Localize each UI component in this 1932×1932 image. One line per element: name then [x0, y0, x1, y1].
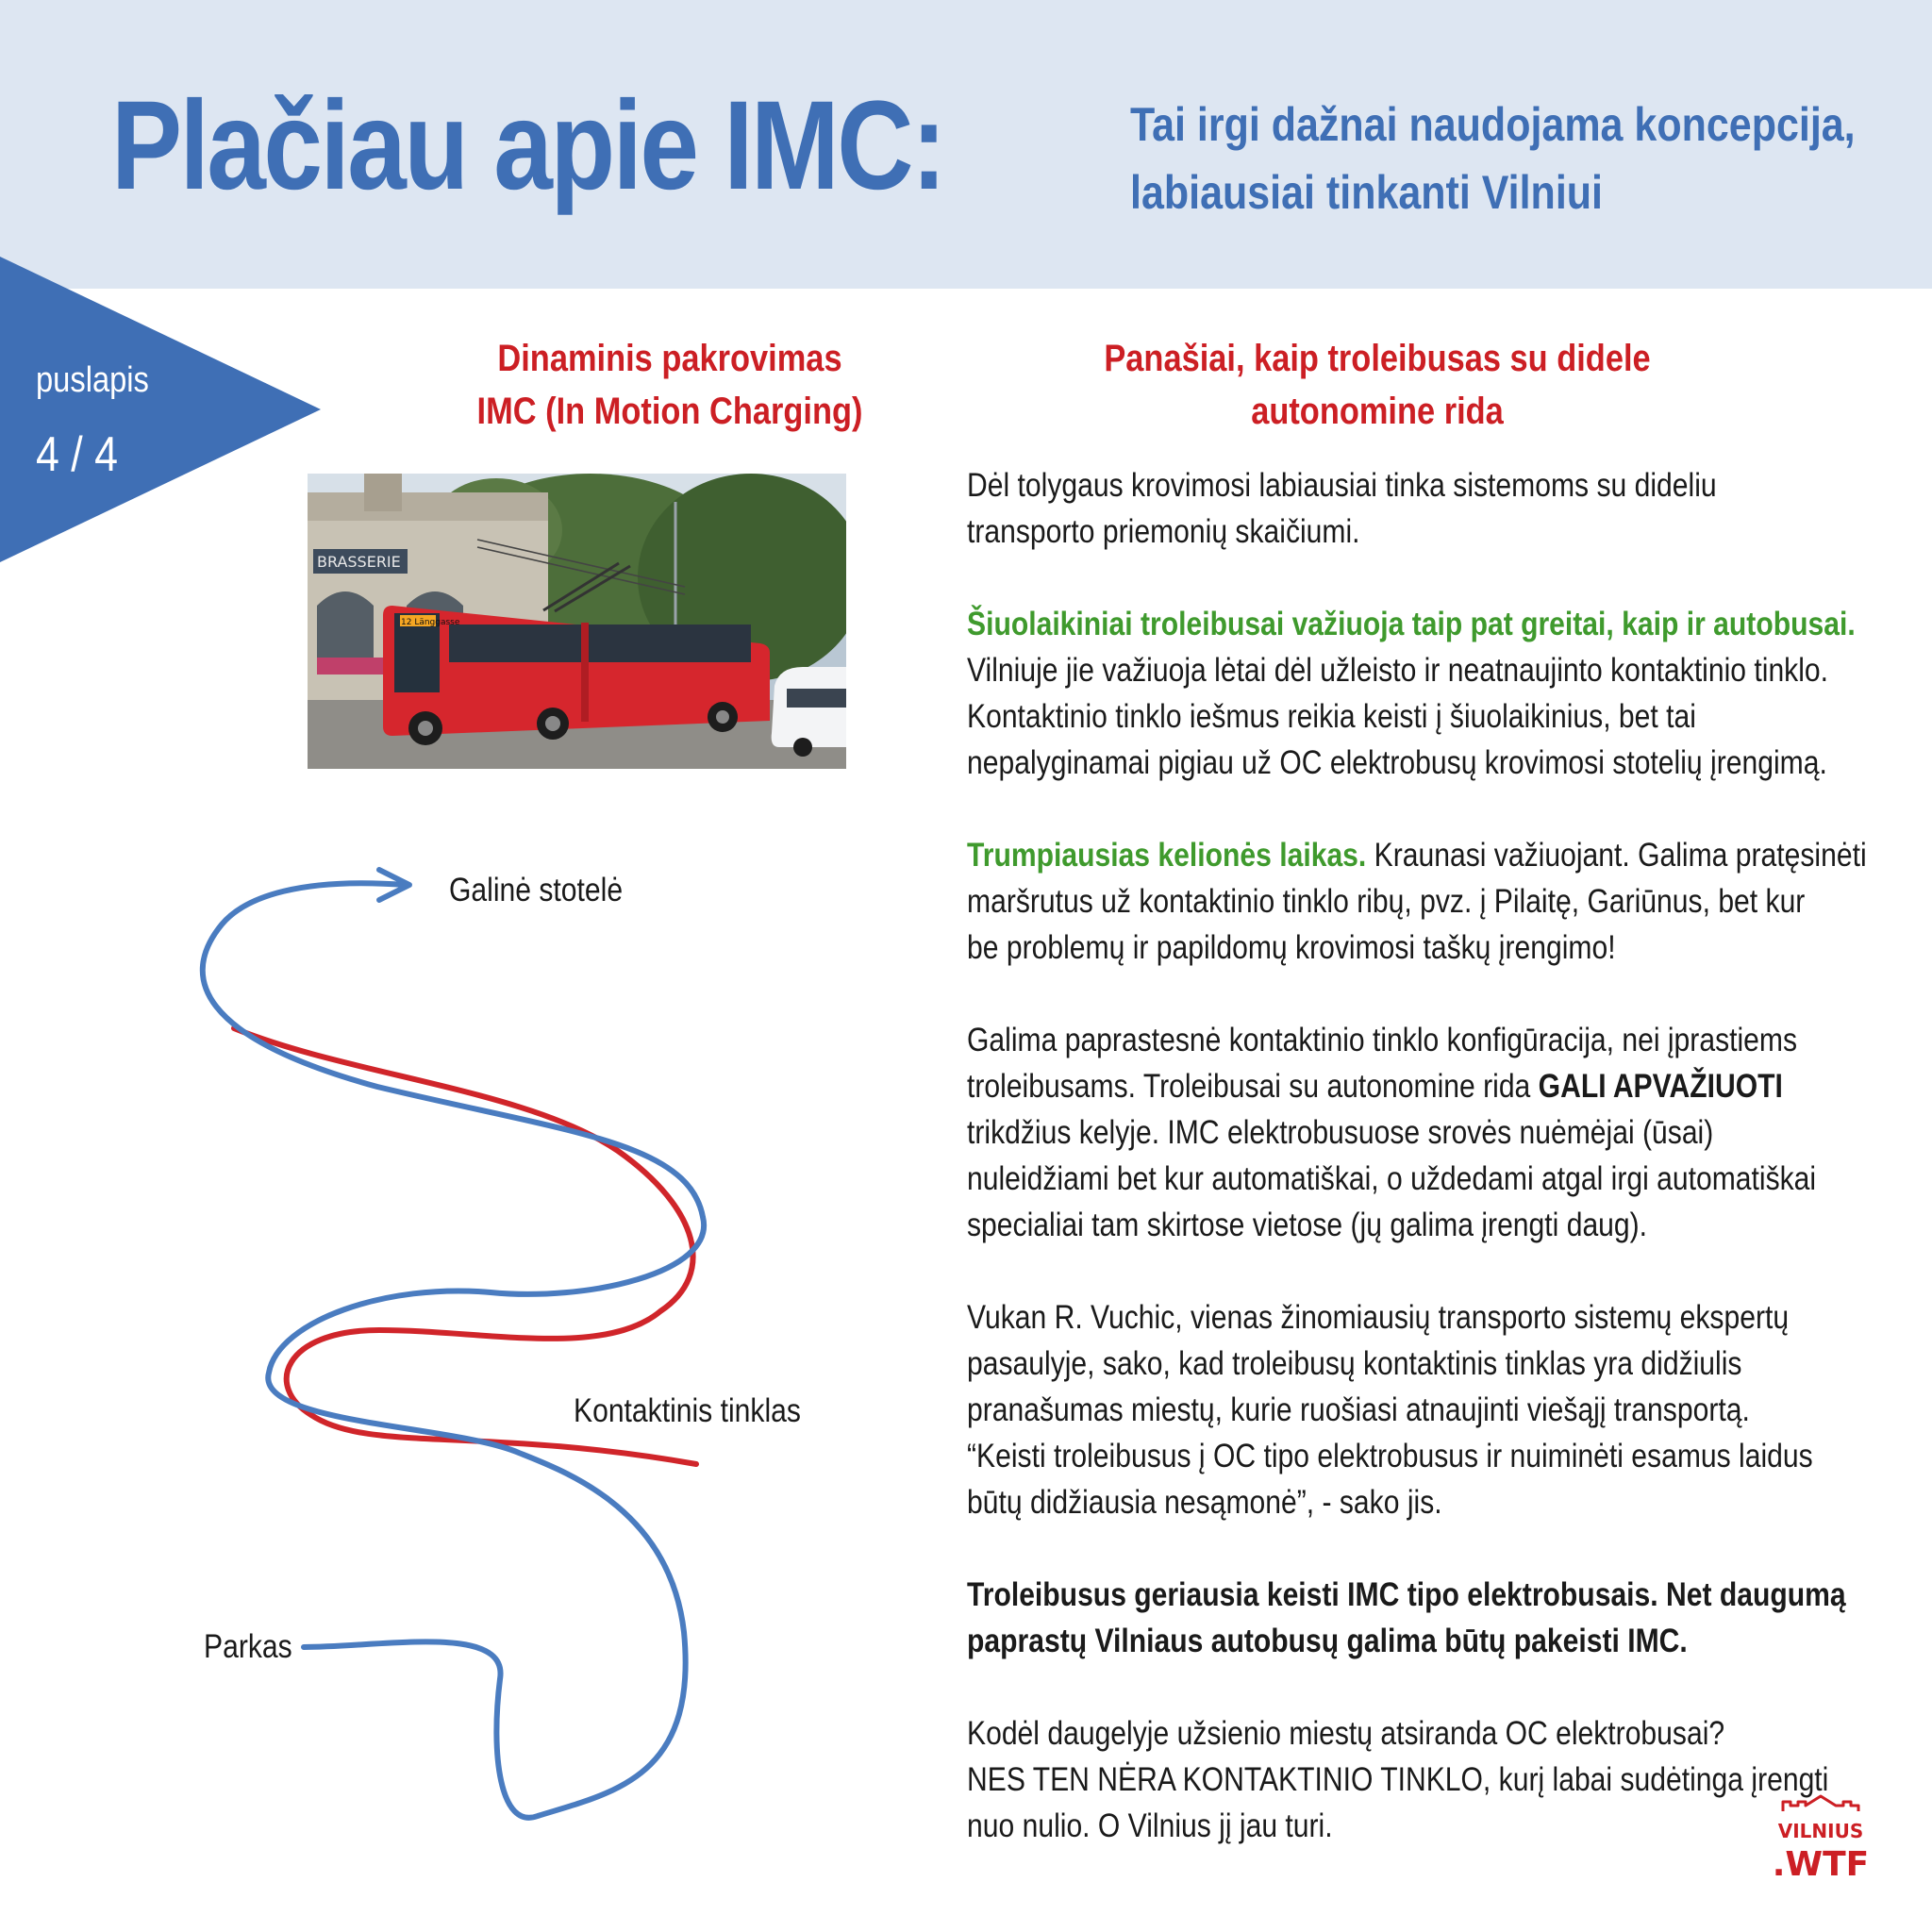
paragraph-7-line-1: Kodėl daugelyje užsienio miestų atsirand…	[967, 1715, 1725, 1752]
paragraph-6-line-1: Troleibusus geriausia keisti IMC tipo el…	[967, 1576, 1846, 1613]
left-heading: Dinaminis pakrovimas IMC (In Motion Char…	[402, 332, 938, 438]
paragraph-2-highlight: Šiuolaikiniai troleibusai važiuoja taip …	[967, 606, 1856, 642]
vilnius-wtf-logo: VILNIUS .WTF	[1773, 1794, 1870, 1884]
bus-route-line	[199, 880, 708, 1821]
right-heading-line-2: autonomine rida	[1251, 391, 1504, 432]
photo-route-display: 12 Länggasse	[401, 618, 460, 627]
paragraph-4-line-2-start: troleibusams. Troleibusai su autonomine …	[967, 1068, 1539, 1105]
header-band	[0, 0, 1932, 289]
subtitle-line-2: labiausiai tinkanti Vilniui	[1130, 166, 1603, 219]
paragraph-1-line-2: transporto priemonių skaičiumi.	[967, 513, 1360, 550]
label-contact-network: Kontaktinis tinklas	[574, 1392, 801, 1429]
paragraph-1-line-1: Dėl tolygaus krovimosi labiausiai tinka …	[967, 467, 1717, 504]
paragraph-3-line-2: maršrutus už kontaktinio tinklo ribų, pv…	[967, 883, 1806, 920]
paragraph-2: Šiuolaikiniai troleibusai važiuoja taip …	[967, 601, 1856, 786]
page-indicator-label: puslapis	[36, 360, 149, 400]
label-end-stop: Galinė stotelė	[449, 872, 624, 908]
paragraph-4-line-2: troleibusams. Troleibusai su autonomine …	[967, 1063, 1787, 1109]
paragraph-4: Galima paprastesnė kontaktinio tinklo ko…	[967, 1017, 1817, 1248]
paragraph-3: Trumpiausias kelionės laikas. Kraunasi v…	[967, 832, 1867, 971]
paragraph-2-line-1: Vilniuje jie važiuoja lėtai dėl užleisto…	[967, 652, 1829, 689]
right-heading-line-1: Panašiai, kaip troleibusas su didele	[1104, 338, 1651, 379]
paragraph-5-line-1: Vukan R. Vuchic, vienas žinomiausių tran…	[967, 1299, 1790, 1336]
paragraph-7: Kodėl daugelyje užsienio miestų atsirand…	[967, 1710, 1829, 1849]
paragraph-6-line-2: paprastų Vilniaus autobusų galima būtų p…	[967, 1623, 1688, 1659]
logo-line-1: VILNIUS	[1778, 1820, 1864, 1842]
paragraph-6: Troleibusus geriausia keisti IMC tipo el…	[967, 1572, 1846, 1664]
paragraph-3-highlight: Trumpiausias kelionės laikas.	[967, 837, 1367, 874]
paragraph-3-line-3: be problemų ir papildomų krovimosi taškų…	[967, 929, 1616, 966]
paragraph-4-line-1: Galima paprastesnė kontaktinio tinklo ko…	[967, 1022, 1798, 1058]
paragraph-7-line-3: nuo nulio. O Vilnius jį jau turi.	[967, 1807, 1333, 1844]
paragraph-5-line-3: pranašumas miestų, kurie ruošiasi atnauj…	[967, 1391, 1750, 1428]
paragraph-1: Dėl tolygaus krovimosi labiausiai tinka …	[967, 462, 1787, 555]
paragraph-5-line-4: “Keisti troleibusus į OC tipo elektrobus…	[967, 1438, 1813, 1474]
paragraph-4-emphasis: GALI APVAŽIUOTI	[1538, 1068, 1783, 1105]
overhead-network-line	[231, 1025, 699, 1467]
route-diagram	[199, 867, 708, 1821]
paragraph-5-line-5: būtų didžiausia nesąmonė”, - sako jis.	[967, 1484, 1442, 1521]
paragraph-2-line-3: nepalyginamai pigiau už OC elektrobusų k…	[967, 744, 1827, 781]
label-depot: Parkas	[204, 1628, 292, 1665]
left-heading-line-1: Dinaminis pakrovimas	[497, 338, 842, 379]
page-subtitle: Tai irgi dažnai naudojama koncepcija, la…	[1130, 91, 1860, 226]
route-arrow-icon	[376, 867, 412, 903]
paragraph-4-line-3: trikdžius kelyje. IMC elektrobusuose sro…	[967, 1114, 1714, 1151]
paragraph-5: Vukan R. Vuchic, vienas žinomiausių tran…	[967, 1294, 1813, 1525]
paragraph-4-line-5: specialiai tam skirtose vietose (jų gali…	[967, 1207, 1648, 1243]
photo-sign-text: BRASSERIE	[317, 553, 401, 571]
castle-icon	[1781, 1794, 1860, 1811]
paragraph-3-line-1-rest: Kraunasi važiuojant. Galima pratęsinėti	[1366, 837, 1867, 874]
subtitle-line-1: Tai irgi dažnai naudojama koncepcija,	[1130, 98, 1856, 151]
right-heading: Panašiai, kaip troleibusas su didele aut…	[1044, 332, 1709, 438]
paragraph-3-line-1: Trumpiausias kelionės laikas. Kraunasi v…	[967, 832, 1867, 878]
paragraph-4-line-4: nuleidžiami bet kur automatiškai, o užde…	[967, 1160, 1817, 1197]
logo-line-2: .WTF	[1773, 1845, 1870, 1884]
left-heading-line-2: IMC (In Motion Charging)	[476, 391, 863, 432]
page-indicator-number: 4 / 4	[36, 427, 119, 482]
paragraph-2-line-2: Kontaktinio tinklo iešmus reikia keisti …	[967, 698, 1696, 735]
trolleybus-photo: BRASSERIE 12 Länggasse	[308, 474, 846, 769]
paragraph-5-line-2: pasaulyje, sako, kad troleibusų kontakti…	[967, 1345, 1742, 1382]
page-indicator-triangle	[0, 257, 321, 562]
paragraph-7-line-2: NES TEN NĖRA KONTAKTINIO TINKLO, kurį la…	[967, 1761, 1829, 1798]
page-title: Plačiau apie IMC:	[111, 75, 946, 216]
body-text: Dėl tolygaus krovimosi labiausiai tinka …	[967, 462, 1867, 1895]
